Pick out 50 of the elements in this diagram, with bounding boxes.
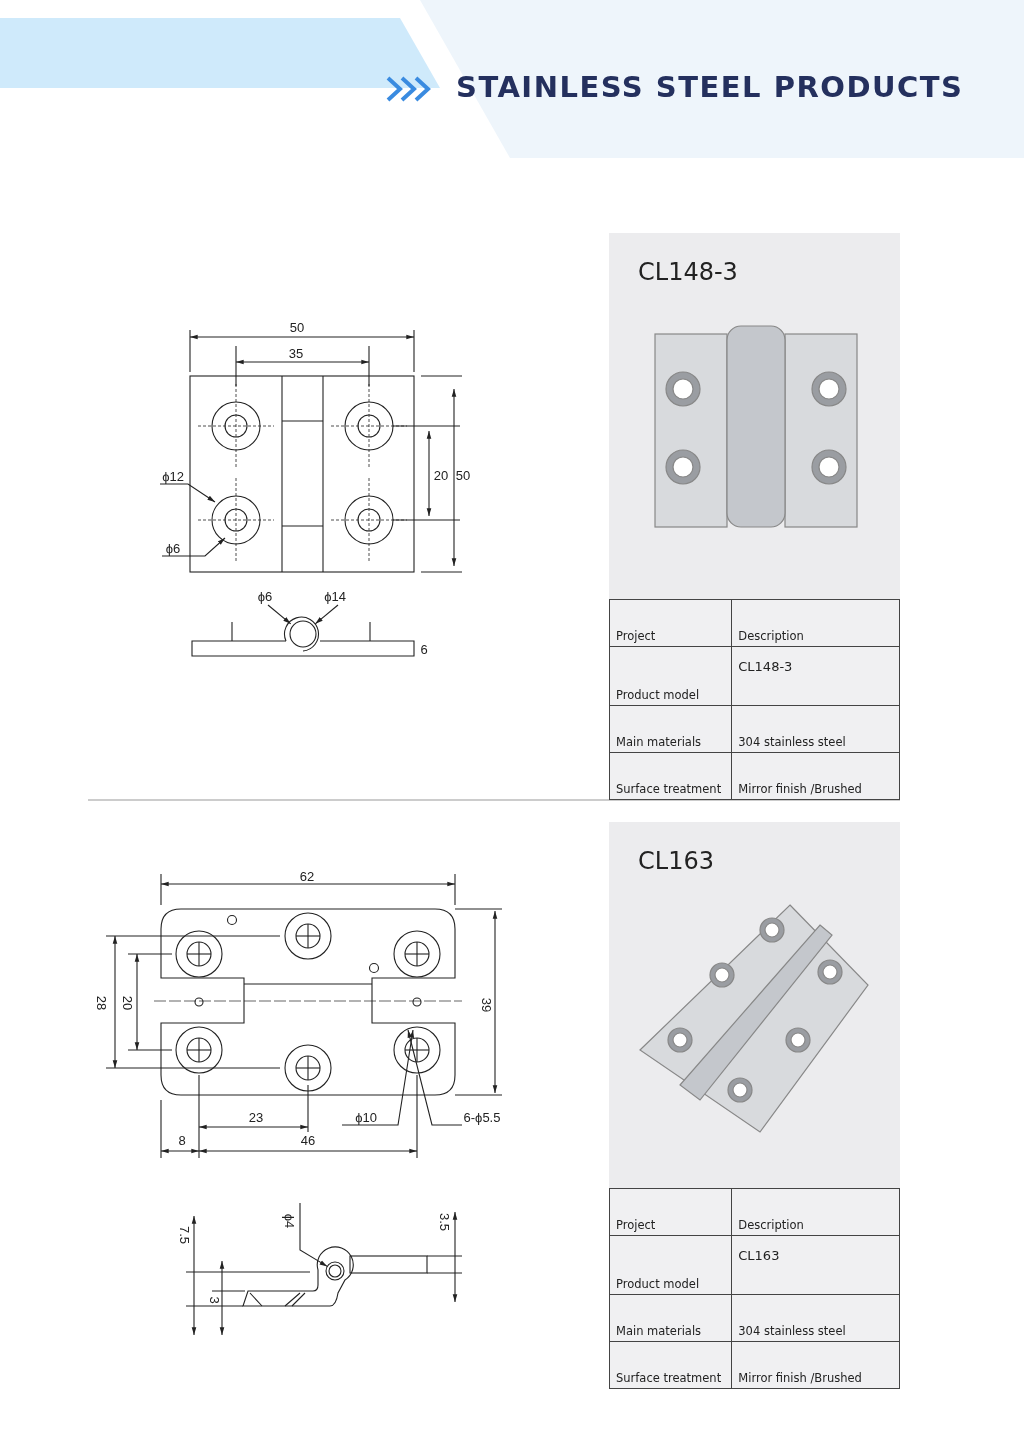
spec-name: Main materials: [616, 735, 702, 749]
dimension-value: 50: [289, 319, 305, 335]
spec-name: Surface treatment: [616, 1371, 722, 1385]
dimension-value: 23: [248, 1109, 264, 1125]
dimension-label: ϕ6: [257, 588, 273, 604]
spec-value: Mirror finish /Brushed: [738, 782, 862, 796]
column-heading: Project: [616, 1218, 656, 1232]
spec-value: 304 stainless steel: [738, 735, 846, 749]
spec-value: CL148-3: [738, 659, 793, 674]
dimension-label: ϕ14: [324, 588, 346, 604]
dimension-value: 35: [288, 345, 304, 361]
spec-name: Surface treatment: [616, 782, 722, 796]
leader-line: [159, 483, 216, 503]
leader-line: [299, 1202, 328, 1267]
dimension-value: 62: [299, 868, 315, 884]
model-heading: CL163: [638, 847, 714, 875]
dimension-value: 3: [206, 1296, 222, 1304]
column-heading: Project: [616, 629, 656, 643]
leader-line: [267, 604, 292, 625]
page-title: STAINLESS STEEL PRODUCTS: [456, 70, 964, 104]
spec-value: 304 stainless steel: [738, 1324, 846, 1338]
dimension-value: 28: [93, 995, 109, 1011]
pin-circle: [325, 1261, 345, 1281]
column-heading: Description: [738, 1218, 804, 1232]
dimension-value: 46: [300, 1132, 316, 1148]
spec-value: CL163: [738, 1248, 780, 1263]
leader-line: [314, 604, 339, 625]
dimension-value: 3.5: [436, 1212, 452, 1232]
column-heading: Description: [738, 629, 804, 643]
dimension-value: 20: [119, 995, 135, 1011]
spec-name: Product model: [616, 688, 700, 702]
spec-name: Main materials: [616, 1324, 702, 1338]
dimension-label: ϕ6: [165, 540, 181, 556]
dimension-label: ϕ4: [281, 1213, 297, 1229]
spec-name: Product model: [616, 1277, 700, 1291]
dimension-value: 50: [455, 467, 471, 483]
model-heading: CL148-3: [638, 258, 738, 286]
knuckle-outline: [283, 616, 320, 652]
dimension-value: 20: [433, 467, 449, 483]
dimension-value: 6: [420, 641, 428, 657]
dimension-value: 7.5: [176, 1225, 192, 1245]
leader-line: [161, 537, 226, 557]
spec-value: Mirror finish /Brushed: [738, 1371, 862, 1385]
dimension-value: 39: [478, 997, 494, 1013]
dimension-label: ϕ12: [162, 468, 184, 484]
dimension-value: 8: [178, 1132, 186, 1148]
dimension-label: 6-ϕ5.5: [463, 1109, 501, 1125]
leader-line: [341, 1029, 415, 1126]
leader-line: [407, 1029, 463, 1126]
dimension-label: ϕ10: [355, 1109, 377, 1125]
